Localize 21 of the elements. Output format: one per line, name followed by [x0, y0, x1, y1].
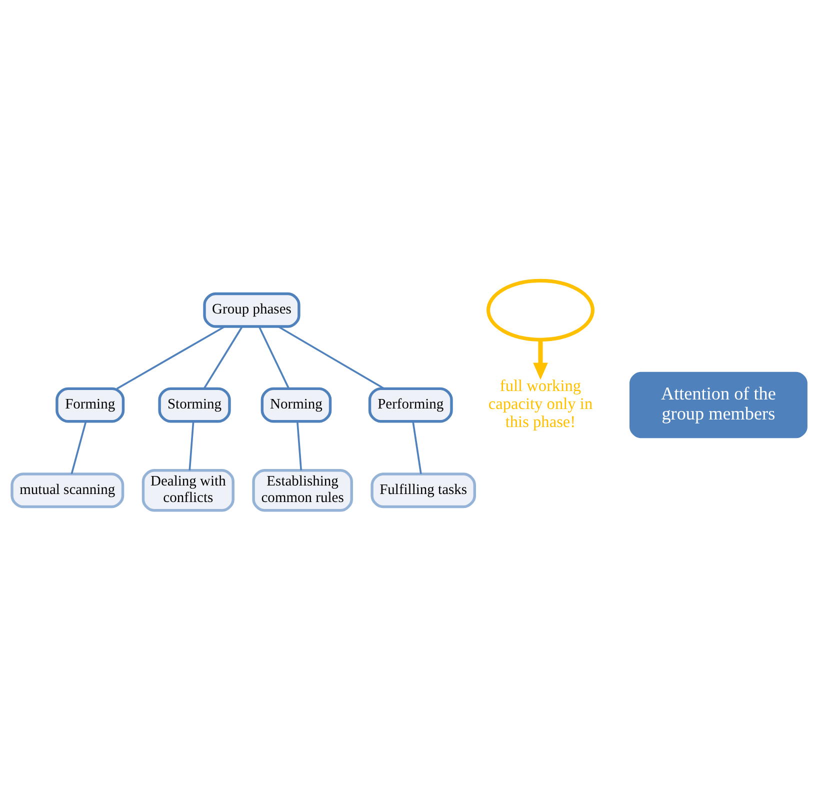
node-box: Fulfilling tasks	[370, 472, 476, 508]
arrow	[533, 340, 548, 380]
connector	[296, 422, 302, 470]
node-box: Group phases	[203, 292, 300, 328]
node-box: Storming	[158, 387, 231, 423]
connector	[203, 326, 243, 390]
connector	[258, 326, 290, 389]
connector	[70, 421, 87, 474]
node-box: mutual scanning	[10, 472, 124, 508]
node-box: Establishing common rules	[252, 469, 353, 512]
node-box: Forming	[56, 387, 125, 423]
node-box: Performing	[368, 387, 453, 423]
connector	[116, 326, 226, 390]
node-text: full working capacity only in this phase!	[488, 376, 593, 432]
connector	[188, 422, 194, 470]
node-box: Attention of the group members	[629, 372, 808, 438]
node-box: Dealing with conflicts	[142, 469, 234, 512]
node-ellipse	[486, 278, 595, 342]
connector	[412, 422, 422, 474]
node-box: Norming	[260, 387, 332, 423]
connector	[278, 326, 385, 390]
